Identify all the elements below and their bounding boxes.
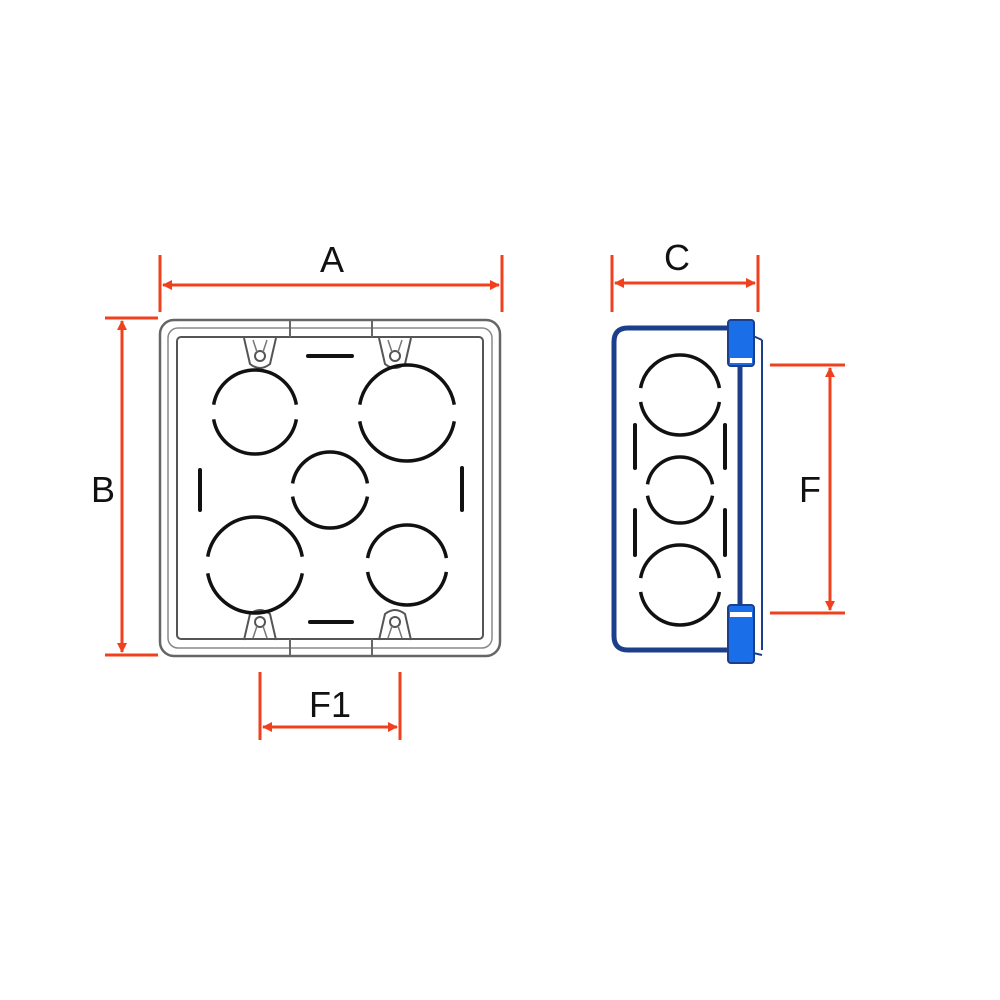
dimension-f1	[258, 672, 402, 740]
label-f: F	[799, 469, 821, 510]
dimension-lines	[105, 255, 845, 740]
knockout-circle	[365, 523, 449, 607]
box-mid-wall	[167, 327, 493, 649]
dimension-b	[105, 316, 158, 657]
label-f1: F1	[309, 684, 351, 725]
knockout-circle	[645, 455, 715, 525]
knockout-circle	[358, 363, 456, 463]
front-view	[158, 318, 502, 658]
knockout-circle	[290, 450, 370, 530]
slot-knockouts	[198, 354, 464, 624]
wall-ribs	[289, 320, 373, 656]
label-c: C	[664, 237, 690, 278]
screw-tab	[378, 609, 412, 641]
side-slots	[633, 423, 727, 557]
knockout-circle	[638, 543, 722, 627]
dimension-a	[158, 255, 504, 312]
box-outer-wall	[158, 318, 502, 658]
side-clip-top	[727, 319, 755, 367]
box-inner-wall	[176, 336, 484, 640]
side-view	[611, 319, 763, 664]
side-knockouts	[638, 353, 722, 627]
side-clip-bottom	[727, 604, 755, 664]
mounting-tabs	[243, 337, 412, 641]
knockout-circle	[638, 353, 722, 437]
label-a: A	[320, 239, 344, 280]
dimension-f	[770, 363, 845, 615]
knockout-circle	[211, 368, 299, 456]
front-knockouts	[206, 363, 456, 615]
side-body-outline	[611, 325, 743, 653]
screw-tab	[243, 337, 277, 369]
label-b: B	[91, 469, 115, 510]
dimension-c	[610, 255, 760, 312]
knockout-circle	[206, 515, 304, 615]
